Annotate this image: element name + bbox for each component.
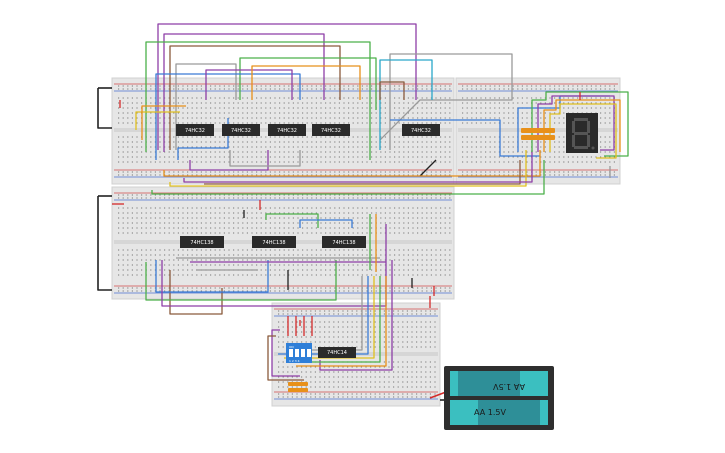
chip-label: 74HC32 [321, 128, 341, 134]
dip-toggle[interactable] [301, 349, 305, 357]
dip-switch-on-label: ON [289, 345, 294, 349]
wire-blue [390, 119, 540, 157]
wire-brown [169, 45, 341, 150]
wire-orange [251, 65, 361, 100]
battery-cell-label: AA 1.5V [493, 382, 525, 391]
chip-74hc32-5[interactable]: 74HC32 [402, 124, 440, 136]
wire-purple [319, 260, 393, 371]
dip-switch-numbers: 1 2 3 4 [289, 359, 300, 363]
wire-yellow [169, 150, 527, 187]
wire-purple [537, 95, 615, 152]
chip-label: 74HC32 [185, 128, 205, 134]
wire-green [239, 57, 377, 110]
wire-blue [299, 219, 353, 228]
chip-label: 74HC32 [231, 128, 251, 134]
chip-label: 74HC138 [190, 240, 213, 246]
wire-yellow [135, 111, 180, 130]
dip-toggle[interactable] [307, 349, 311, 357]
wire-gray [175, 63, 237, 150]
chip-74hc14[interactable]: 74HC14 [318, 347, 356, 358]
wire-black [419, 159, 437, 177]
wire-red [429, 391, 447, 399]
seven-segment-display[interactable] [566, 113, 598, 153]
chip-74hc32-1[interactable]: 74HC32 [176, 124, 214, 136]
chip-74hc32-2[interactable]: 74HC32 [222, 124, 260, 136]
wire-purple [161, 224, 387, 307]
battery-cell-label: AA 1.5V [474, 408, 506, 417]
wire-black [97, 88, 112, 129]
wire-orange [141, 105, 186, 140]
chip-label: 74HC32 [277, 128, 297, 134]
wire-purple [163, 33, 325, 152]
wire-gray [379, 53, 513, 150]
resistor-bank-top[interactable] [521, 128, 555, 140]
resistor-bank-bottom[interactable] [288, 382, 308, 392]
battery-cell-1: AA 1.5V [450, 371, 548, 396]
wire-orange [543, 99, 621, 152]
wire-orange [163, 150, 541, 177]
wire-purple [157, 23, 417, 150]
dip-switch[interactable]: ON 1 2 3 4 [286, 343, 312, 363]
chip-74hc138-2[interactable]: 74HC138 [252, 236, 296, 248]
wire-blue [155, 73, 301, 160]
wire-orange [296, 276, 387, 367]
wire-yellow [284, 276, 375, 359]
wire-yellow [549, 103, 617, 159]
wire-black [97, 196, 112, 291]
wire-brown [267, 335, 304, 381]
wire-blue [155, 260, 269, 293]
breadboard-holes [118, 85, 615, 398]
chip-74hc138-3[interactable]: 74HC138 [322, 236, 366, 248]
chip-label: 74HC138 [332, 240, 355, 246]
wire-purple [189, 150, 269, 171]
battery-cell-2: AA 1.5V [450, 400, 548, 425]
chip-74hc138-1[interactable]: 74HC138 [180, 236, 224, 248]
wire-gray [229, 150, 301, 167]
battery-pack[interactable]: AA 1.5V AA 1.5V [444, 366, 554, 430]
chip-label: 74HC14 [327, 350, 347, 356]
wire-purple [205, 69, 293, 100]
segment-digit [572, 118, 595, 150]
wires [97, 23, 629, 401]
dip-toggle[interactable] [295, 349, 299, 357]
wire-green [145, 41, 371, 160]
wire-green [151, 160, 545, 195]
dip-toggle[interactable] [289, 349, 293, 357]
wire-green [265, 213, 319, 228]
wire-green [531, 91, 629, 157]
chip-74hc32-4[interactable]: 74HC32 [312, 124, 350, 136]
wire-cyan [379, 59, 433, 150]
wire-purple [271, 329, 300, 377]
wire-green [290, 276, 381, 363]
wire-brown [379, 81, 405, 100]
chip-label: 74HC32 [411, 128, 431, 134]
chip-label: 74HC138 [262, 240, 285, 246]
wire-brown [204, 160, 521, 185]
chip-74hc32-3[interactable]: 74HC32 [268, 124, 306, 136]
wire-green [145, 260, 337, 301]
wire-purple [183, 150, 533, 183]
